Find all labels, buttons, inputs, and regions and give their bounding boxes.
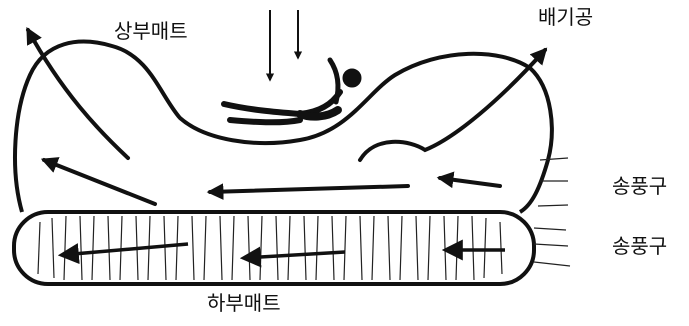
lower-flow-arrows	[62, 244, 505, 258]
upper-top-left-arrow	[28, 30, 128, 158]
blower-inlet-lines	[534, 158, 570, 266]
upper-flow-arrows	[28, 30, 545, 204]
pressure-arrows	[270, 10, 298, 80]
upper-left-arrow	[44, 160, 155, 204]
blower-upper-label: 송풍구	[612, 176, 667, 196]
upper-inlet-arrow	[440, 178, 500, 186]
upper-middle-arrow	[210, 186, 408, 192]
floating-person-figure	[224, 60, 361, 122]
upper-mat-label: 상부매트	[114, 21, 188, 41]
exhaust-port-label: 배기공	[538, 7, 593, 27]
lower-arrow-middle	[244, 252, 345, 258]
exhaust-swoosh-arrow	[360, 50, 545, 160]
lower-mat-label: 하부매트	[207, 293, 281, 313]
lower-mattress-hatching	[38, 216, 502, 280]
blower-lower-label: 송풍구	[612, 236, 667, 256]
